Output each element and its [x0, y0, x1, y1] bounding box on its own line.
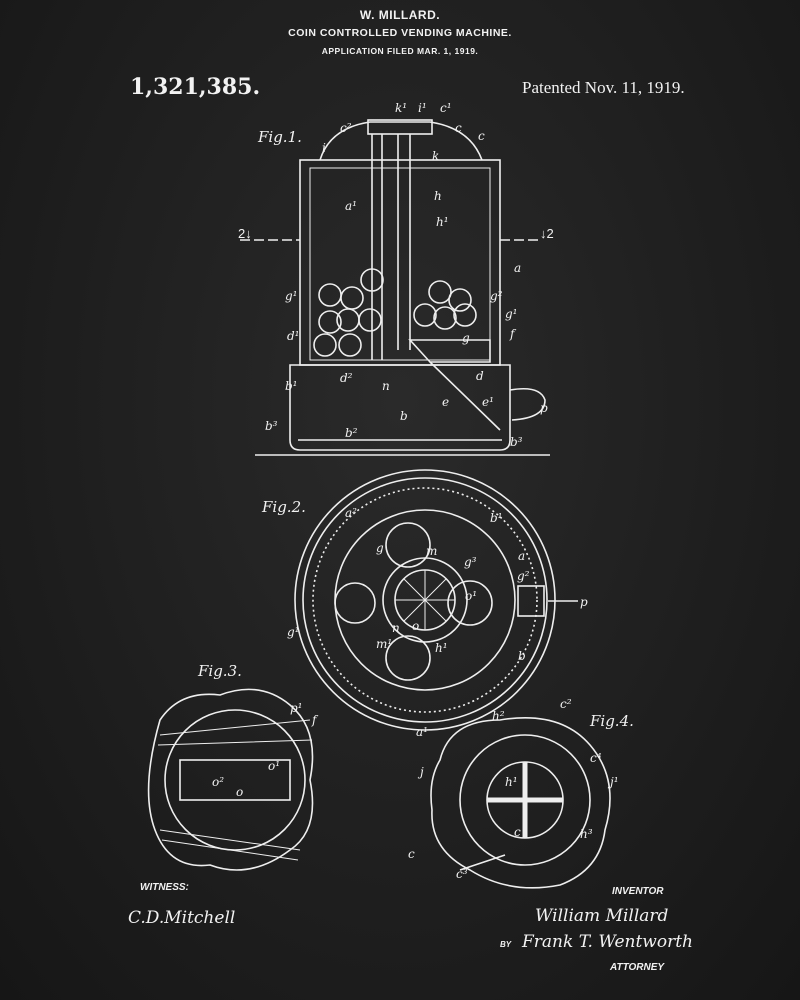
reference-letter: b: [518, 649, 526, 663]
reference-letter: b¹: [285, 379, 298, 393]
reference-letter: h: [434, 189, 442, 203]
reference-letter: h²: [492, 709, 505, 723]
gumball: [448, 288, 472, 312]
gumball: [358, 308, 382, 332]
fig3-label: Fig.3.: [198, 662, 242, 680]
reference-letter: c⁴: [590, 751, 602, 765]
gumball: [433, 306, 457, 330]
witness-signature: C.D.Mitchell: [128, 908, 236, 928]
patent-number: 1,321,385.: [130, 74, 261, 100]
reference-letter: b³: [265, 419, 278, 433]
reference-letter: k¹: [395, 101, 407, 115]
inventor-heading: W. MILLARD.: [359, 8, 441, 22]
reference-letter: d: [476, 369, 484, 383]
fig2-label: Fig.2.: [262, 498, 306, 516]
reference-letter: e: [442, 395, 449, 409]
figure-3-detail: [147, 688, 314, 871]
reference-letter: g¹: [287, 625, 300, 639]
figure-1-vending-machine: [240, 119, 550, 456]
reference-letter: i¹: [418, 101, 427, 115]
gumball: [453, 303, 477, 327]
gumball: [338, 333, 362, 357]
reference-letter: d¹: [287, 329, 300, 343]
witness-label: WITNESS:: [140, 882, 189, 893]
reference-letter: g: [462, 331, 470, 345]
gumball: [360, 268, 384, 292]
reference-letter: a: [514, 261, 521, 275]
inventor-label: INVENTOR: [612, 886, 664, 897]
reference-letter: j: [417, 765, 424, 779]
reference-letter: a²: [345, 506, 357, 520]
gumball: [428, 280, 452, 304]
fig1-label: Fig.1.: [258, 128, 302, 146]
reference-letter: a¹: [416, 725, 428, 739]
inventor-signature: William Millard: [535, 906, 669, 926]
reference-letter: o¹: [268, 759, 280, 773]
patent-title: COIN CONTROLLED VENDING MACHINE.: [288, 27, 512, 39]
reference-letter: b¹: [490, 511, 503, 525]
gumball: [313, 333, 337, 357]
reference-letter: n: [382, 379, 390, 393]
reference-letter: b²: [345, 426, 358, 440]
attorney-signature: Frank T. Wentworth: [522, 932, 693, 952]
reference-letter: g²: [490, 289, 503, 303]
reference-letter: c²: [560, 697, 572, 711]
reference-letter: a: [518, 549, 525, 563]
reference-letter: o²: [212, 775, 224, 789]
section-marker-left: 2↓: [238, 226, 252, 241]
reference-letter: h¹: [505, 775, 518, 789]
reference-letter: k: [432, 149, 439, 163]
reference-letter: f: [509, 327, 517, 341]
reference-letter: f: [311, 713, 319, 727]
reference-letter: c³: [456, 867, 468, 881]
reference-letter: g: [376, 541, 384, 555]
attorney-label: ATTORNEY: [610, 962, 665, 973]
reference-letter: c: [408, 847, 415, 861]
reference-letter: i: [322, 141, 326, 155]
reference-letter: m¹: [376, 637, 392, 651]
by-label: BY: [500, 940, 512, 949]
section-marker-right: ↓2: [540, 226, 554, 241]
reference-letter: c²: [340, 121, 352, 135]
figure-2-top-section: [294, 469, 578, 731]
reference-letter: o¹: [465, 589, 477, 603]
reference-letter: d²: [340, 371, 353, 385]
reference-letter: n: [392, 621, 400, 635]
reference-letter: p: [580, 595, 588, 609]
reference-letter: b: [400, 409, 408, 423]
figure-4-detail: [430, 717, 611, 889]
reference-letter: e¹: [482, 395, 494, 409]
reference-letter: c: [478, 129, 485, 143]
reference-letter: o: [412, 619, 419, 633]
patented-date: Patented Nov. 11, 1919.: [522, 78, 685, 97]
reference-letter: c: [514, 825, 521, 839]
gumball: [318, 310, 342, 334]
reference-letter: j¹: [607, 775, 619, 789]
reference-letter: h³: [580, 827, 593, 841]
reference-letter: p: [540, 401, 548, 415]
reference-letter: c: [455, 121, 462, 135]
reference-letter: a¹: [345, 199, 357, 213]
reference-letter: b³: [510, 435, 523, 449]
gumball: [413, 303, 437, 327]
reference-letter: g³: [464, 555, 477, 569]
reference-letter: h¹: [435, 641, 448, 655]
reference-letter: g¹: [505, 307, 518, 321]
application-filed-date: APPLICATION FILED MAR. 1, 1919.: [321, 46, 479, 56]
reference-letter: g¹: [285, 289, 298, 303]
fig4-label: Fig.4.: [590, 712, 634, 730]
reference-letter: c¹: [440, 101, 452, 115]
reference-letter: m: [426, 544, 437, 558]
reference-letter: o: [236, 785, 243, 799]
reference-letter: g²: [517, 569, 530, 583]
reference-letter: p¹: [290, 701, 303, 715]
reference-letter: h¹: [436, 215, 449, 229]
